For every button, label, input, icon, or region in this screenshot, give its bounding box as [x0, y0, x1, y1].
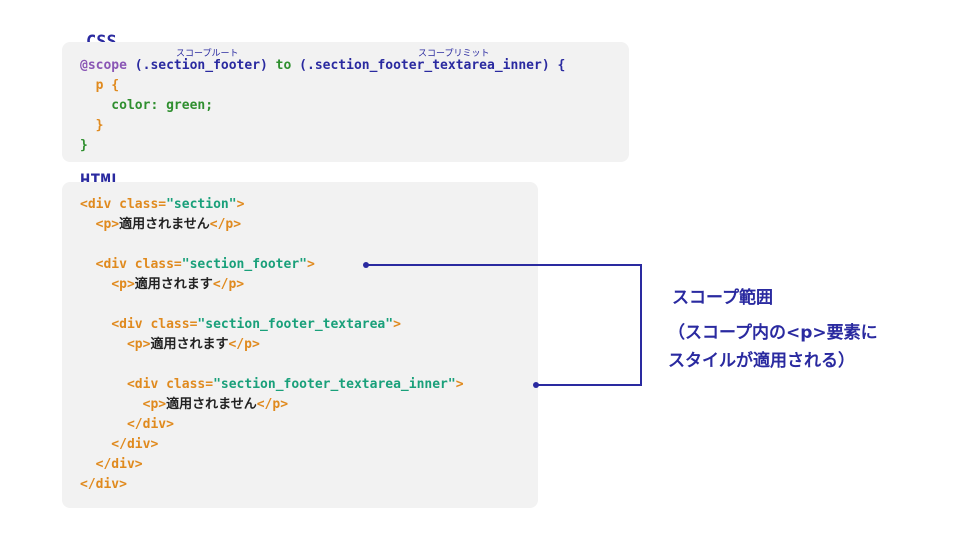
html-line-textarea-open: <div class="section_footer_textarea">	[111, 317, 401, 332]
css-code-panel	[62, 42, 629, 162]
css-line-property: color: green;	[80, 98, 214, 113]
html-line-footer-open: <div class="section_footer">	[95, 257, 315, 272]
scope-bracket-line	[366, 264, 642, 386]
at-scope-keyword: @scope	[80, 58, 127, 73]
scope-root-selector: .section_footer	[142, 58, 261, 73]
scope-range-title: スコープ範囲	[672, 288, 773, 308]
html-code-block: <div class="section"> <p>適用されません</p> <di…	[80, 195, 464, 495]
html-line-textarea-close: </div>	[80, 437, 159, 452]
html-line-section-open: <div class="section">	[80, 197, 245, 212]
paren: )	[260, 58, 268, 73]
scope-range-note-line1: （スコープ内の<p>要素に	[668, 323, 878, 343]
html-line-inner-close: </div>	[80, 417, 174, 432]
paren-brace: ) {	[541, 58, 566, 73]
css-line-inner-close: }	[80, 118, 104, 133]
scope-limit-selector: .section_footer_textarea_inner	[307, 58, 542, 73]
css-line-outer-close: }	[80, 138, 88, 153]
css-line-scope: @scope (.section_footer) to (.section_fo…	[80, 56, 565, 76]
paren: (	[126, 58, 143, 73]
html-line-p-not-applied-1: <p>適用されません</p>	[95, 217, 242, 232]
css-line-p-selector: p {	[80, 78, 120, 93]
scope-end-dot	[533, 382, 539, 388]
html-line-footer-close: </div>	[80, 457, 143, 472]
scope-root-annotation: スコープルート	[176, 49, 239, 59]
paren: (	[299, 58, 307, 73]
html-line-p-applied-2: <p>適用されます</p>	[126, 337, 260, 352]
html-code-panel	[62, 182, 538, 508]
to-keyword: to	[267, 58, 300, 73]
scope-start-dot	[363, 262, 369, 268]
scope-range-note-line2: スタイルが適用される）	[668, 351, 855, 371]
html-line-inner-open: <div class="section_footer_textarea_inne…	[126, 377, 464, 392]
scope-limit-annotation: スコープリミット	[418, 49, 490, 59]
html-line-section-close: </div>	[80, 477, 127, 492]
html-line-p-applied-1: <p>適用されます</p>	[111, 277, 245, 292]
html-line-p-not-applied-2: <p>適用されません</p>	[142, 397, 289, 412]
css-code-block: @scope (.section_footer) to (.section_fo…	[80, 56, 565, 156]
